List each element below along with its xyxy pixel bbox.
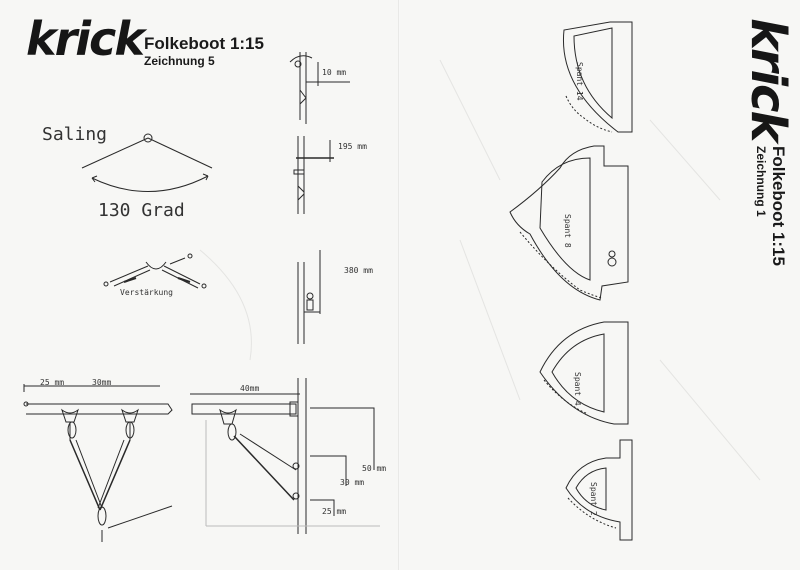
mast-top-detail <box>289 52 350 124</box>
frame-spant-4 <box>539 321 629 425</box>
dim-25mm: 25 mm <box>40 378 65 387</box>
center-fold <box>398 0 400 570</box>
mast-side-view <box>190 378 380 534</box>
title-block: Folkeboot 1:15 Zeichnung 5 <box>144 34 264 68</box>
drawing-number: Zeichnung 5 <box>144 54 215 68</box>
mast-mid-detail <box>293 136 334 214</box>
spreader-stays <box>23 384 173 542</box>
saling-angle-sketch <box>81 133 213 192</box>
dim-30mm: 30mm <box>92 378 112 387</box>
frame-spant-2 <box>565 439 633 541</box>
frame-spant-8 <box>509 145 629 301</box>
dim-380mm: 380 mm <box>344 266 373 275</box>
frame-spant-14 <box>562 21 633 133</box>
mast-lower-detail <box>297 250 321 344</box>
dim-10mm: 10 mm <box>322 68 347 77</box>
page-title: Folkeboot 1:15 <box>144 34 264 53</box>
dim-195mm: 195 mm <box>338 142 367 151</box>
spreader-fitting <box>103 253 207 289</box>
angle-label: 130 Grad <box>98 200 185 221</box>
bleed-through-lines <box>199 59 761 481</box>
krick-logo: krick <box>26 12 145 66</box>
reinforcement-label: Verstärkung <box>120 288 173 297</box>
saling-label: Saling <box>42 124 108 145</box>
dim-40mm: 40mm <box>240 384 260 393</box>
dim-30mm-b: 30 mm <box>340 478 365 487</box>
